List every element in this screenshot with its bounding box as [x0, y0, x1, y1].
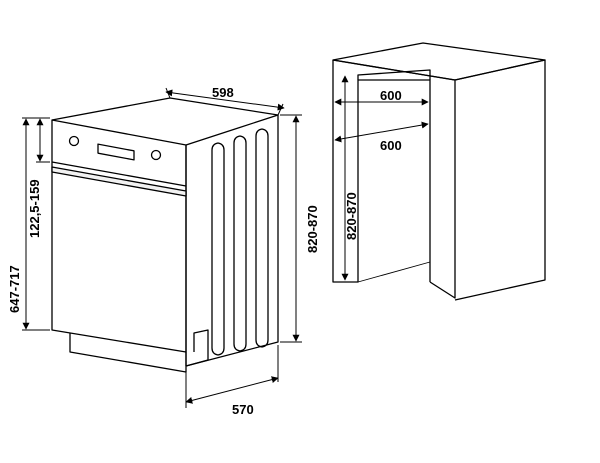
label-height-820-870: 820-870	[305, 205, 320, 253]
dishwasher-labels: 598 570 820-870 647-717 122,5-159	[7, 85, 320, 417]
right-knob-icon	[150, 149, 162, 161]
niche-drawing	[332, 42, 546, 301]
label-depth-570: 570	[232, 402, 254, 417]
left-knob-icon	[68, 135, 80, 147]
niche-inner-back	[357, 69, 431, 80]
niche-right-leg	[429, 80, 456, 299]
label-niche-600-inner: 600	[380, 138, 402, 153]
label-control-122-159: 122,5-159	[27, 179, 42, 238]
dishwasher-side	[185, 115, 279, 367]
dishwasher-drawing	[51, 97, 279, 373]
side-rib-2	[233, 135, 247, 352]
dishwasher-plinth	[69, 333, 187, 373]
label-niche-height-820-870: 820-870	[344, 192, 359, 240]
niche-side-panel	[454, 59, 546, 301]
door-handle	[51, 166, 187, 197]
niche-dimension-lines	[334, 75, 429, 281]
niche-width-inner-line	[334, 121, 429, 143]
control-panel-line	[51, 161, 187, 187]
niche-labels: 600 600 820-870	[344, 88, 402, 240]
depth-570-line	[185, 376, 279, 404]
side-rib-1	[211, 142, 225, 356]
display-window	[97, 143, 135, 161]
label-panel-647-717: 647-717	[7, 265, 22, 313]
side-rib-3	[255, 128, 269, 348]
label-niche-600-top: 600	[380, 88, 402, 103]
dishwasher-dimension-lines	[22, 87, 302, 408]
width-598-line	[165, 89, 285, 111]
label-width-598: 598	[212, 85, 234, 100]
